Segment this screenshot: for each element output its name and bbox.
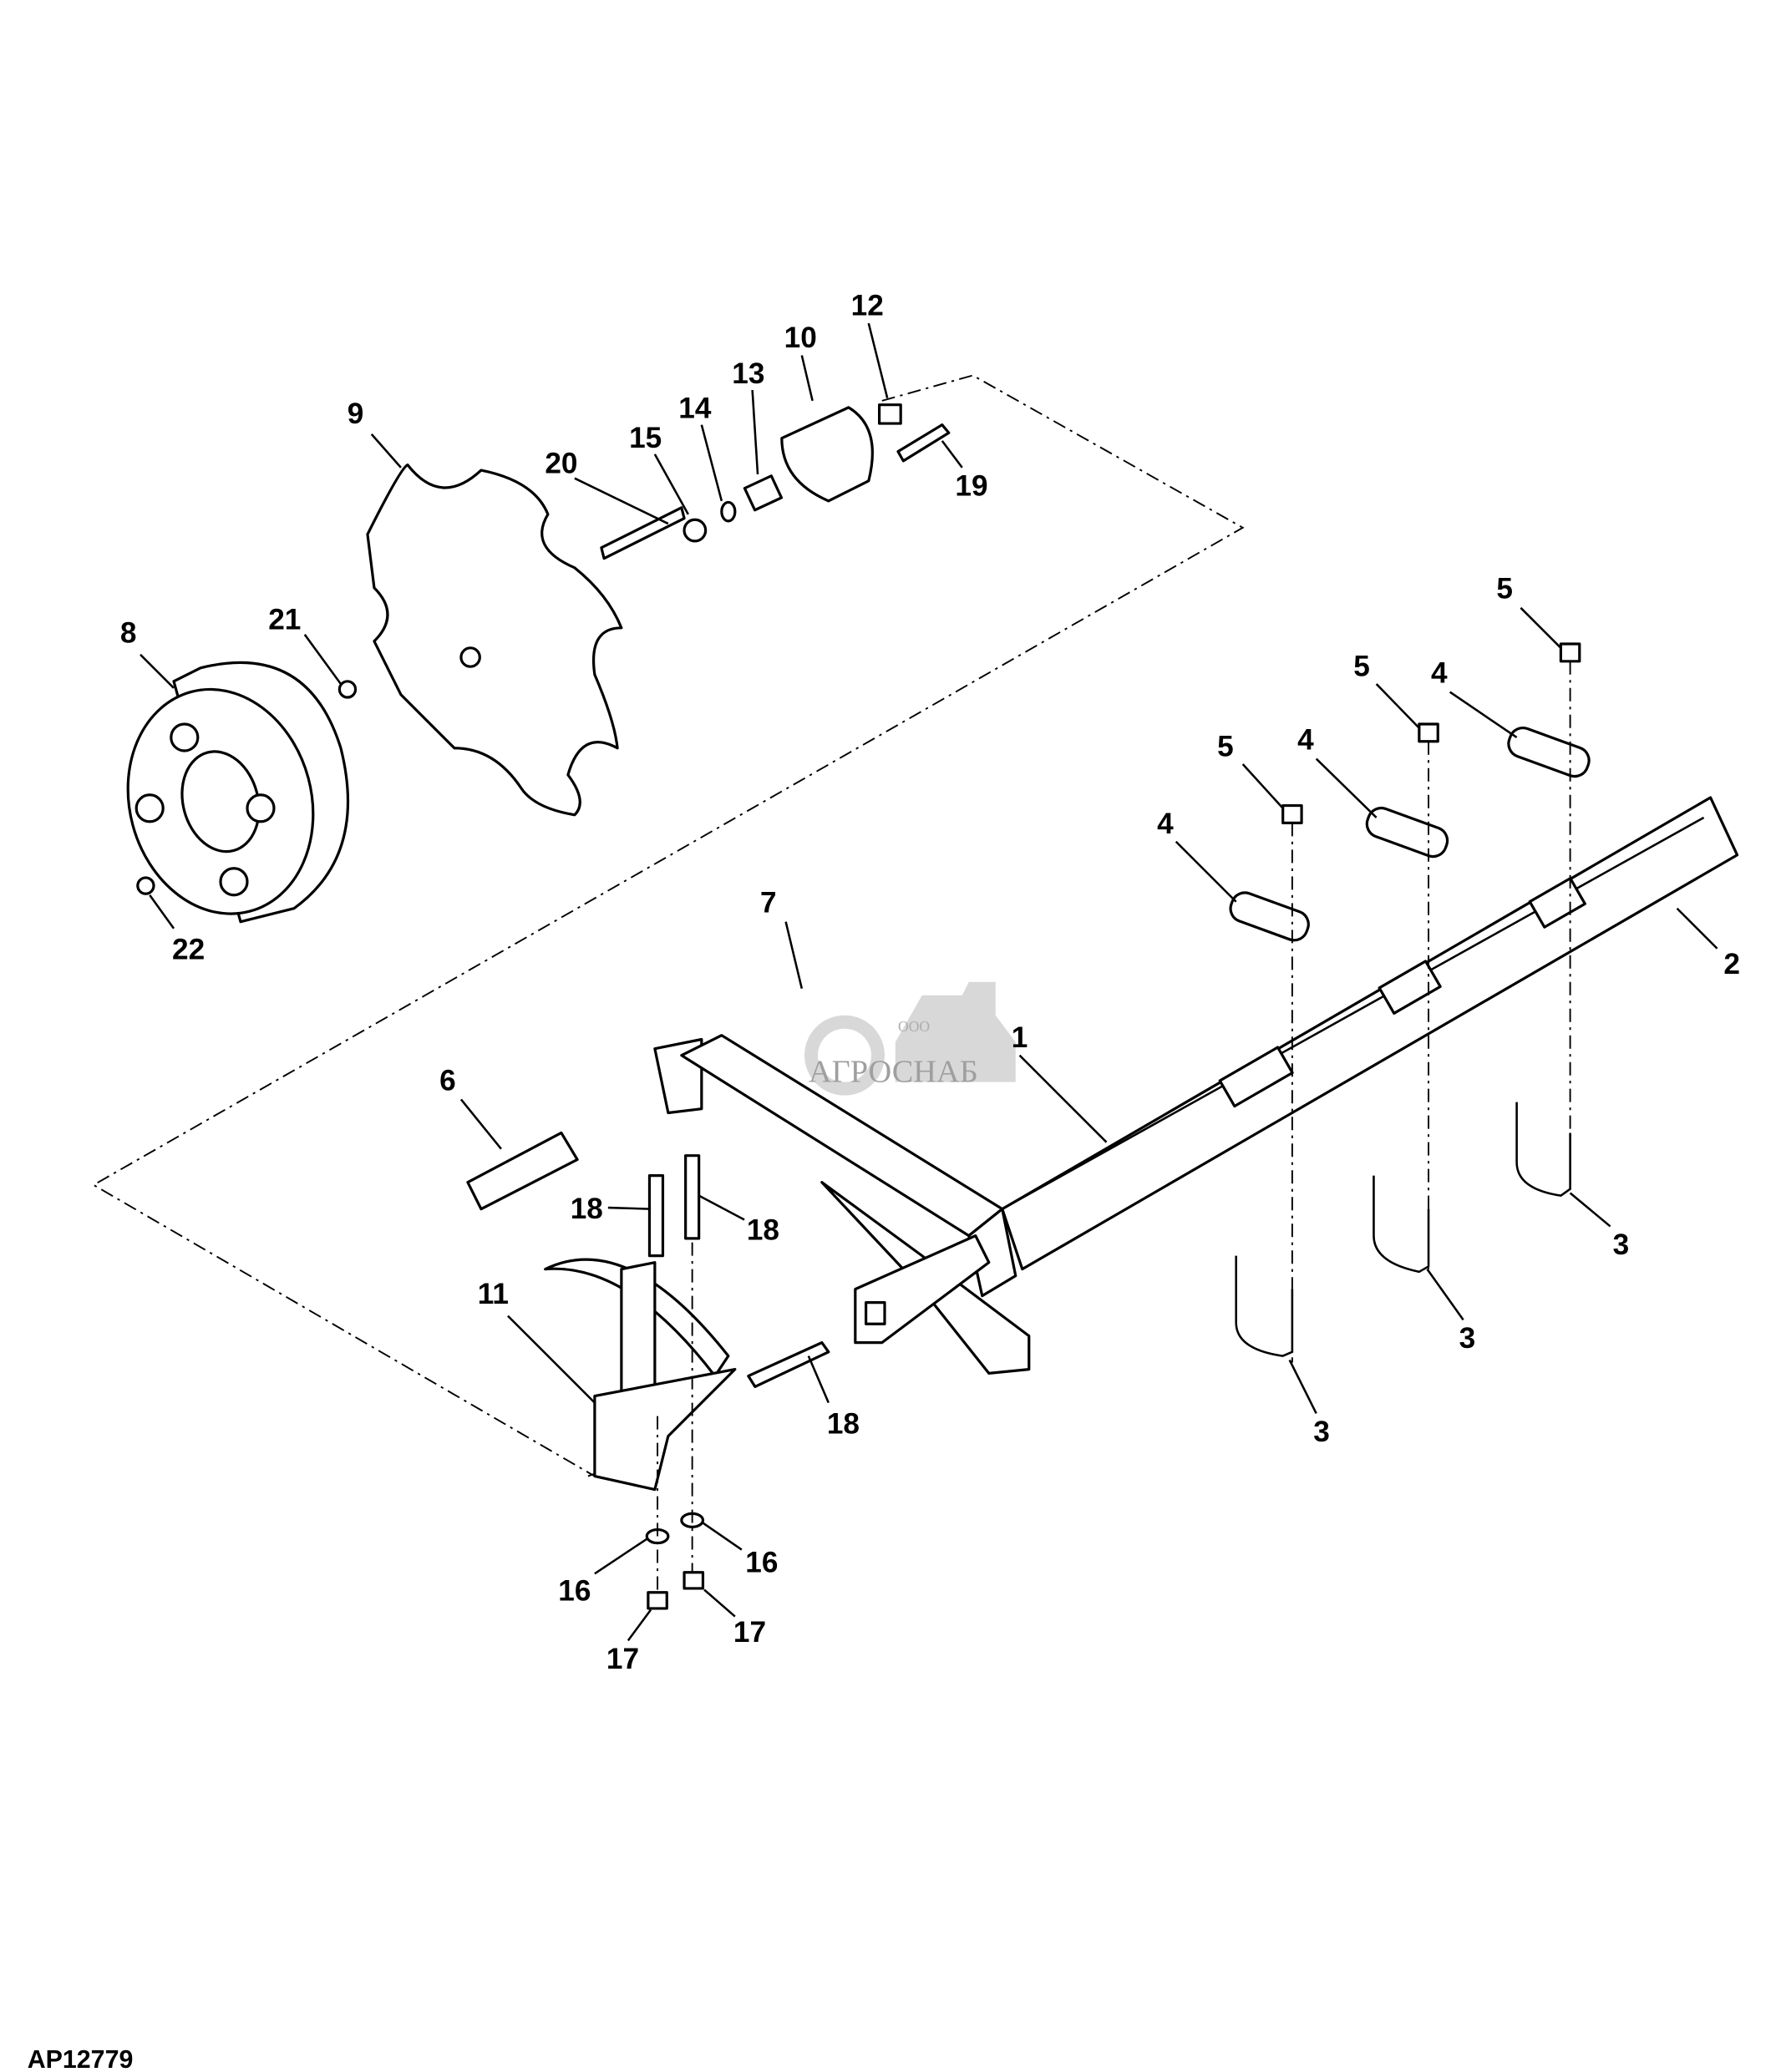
hardware-small-parts [136,403,951,895]
callout-2: 2 [1723,948,1740,980]
callout-10: 10 [784,322,817,354]
callout-21: 21 [268,603,301,636]
callout-16: 16 [558,1574,591,1607]
callout-4: 4 [1157,808,1174,840]
callout-12: 12 [851,290,884,322]
callout-7: 7 [760,887,777,919]
bolt-18a [647,1174,665,1258]
combine-harvester-icon [895,981,1016,1082]
assembly-boundary [92,374,1245,1477]
callout-16: 16 [745,1547,778,1579]
callout-5: 5 [1217,730,1234,762]
part-11-shank [544,1258,830,1492]
part-1-frame [653,1034,1031,1375]
nuts-part-5 [1281,642,1581,824]
callout-4: 4 [1431,656,1448,689]
callout-11: 11 [478,1278,509,1310]
callout-9: 9 [348,398,364,430]
callout-22: 22 [172,934,205,966]
callout-15: 15 [629,422,662,454]
figure-id: AP12779 [28,2045,134,2072]
callout-8: 8 [120,616,137,649]
leader-lines [140,322,1718,1642]
callout-18: 18 [827,1407,860,1440]
callout-20: 20 [545,447,577,479]
callout-17: 17 [606,1643,639,1675]
part-2-tube [1001,796,1739,1271]
u-bolts-part-3 [1235,1102,1571,1357]
disc-center-hole [459,646,481,668]
part-6-pin [466,1131,579,1211]
tube-clamps [1218,877,1586,1108]
part-8-wheel-weight [126,661,350,924]
callout-1: 1 [1012,1021,1028,1054]
callout-3: 3 [1459,1322,1476,1355]
watermark-logo: ООО АГРОСНАБ [804,981,1016,1096]
callout-3: 3 [1613,1229,1630,1261]
callout-14: 14 [678,393,712,425]
bolt-18b [684,1154,701,1240]
callout-5: 5 [1353,650,1370,682]
washers-nuts-16-17 [645,1512,705,1610]
callout-17: 17 [733,1616,766,1649]
part-9-notched-disc [366,464,623,817]
plates-part-4 [1229,726,1591,942]
callout-labels: 1 2 3 3 3 4 4 4 5 5 5 6 7 8 9 10 11 12 1… [120,290,1740,1675]
callout-4: 4 [1297,723,1314,756]
callout-19: 19 [955,469,987,502]
watermark-name: АГРОСНАБ [809,1055,978,1090]
callout-3: 3 [1313,1416,1330,1448]
callout-18: 18 [571,1193,603,1225]
callout-13: 13 [732,357,764,390]
callout-6: 6 [439,1064,456,1097]
callout-5: 5 [1496,573,1513,605]
watermark-prefix: ООО [898,1018,930,1035]
callout-18: 18 [747,1213,779,1246]
